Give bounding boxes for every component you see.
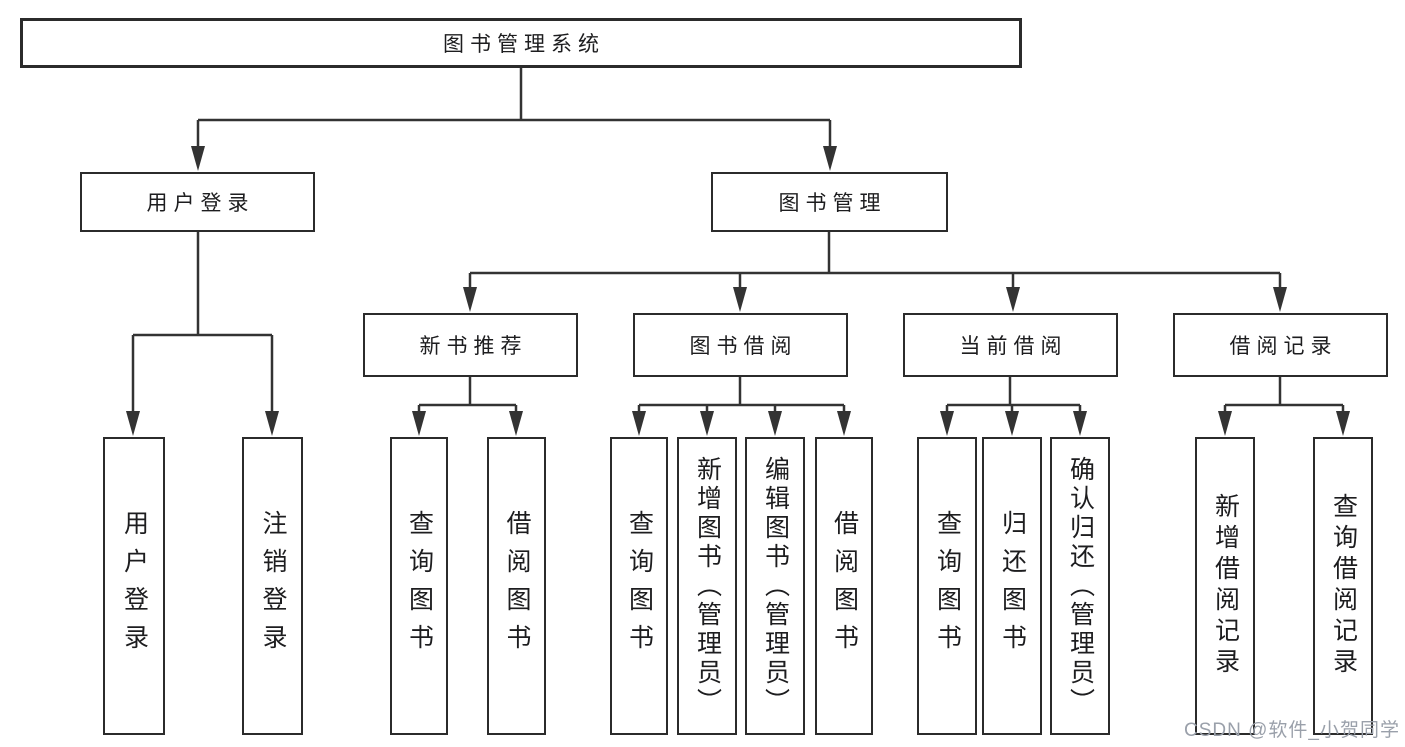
leaf-label: 归还图书 [998,510,1027,662]
connector-user-login-to-leaves [126,232,279,436]
node-label: 图书管理系统 [443,33,605,56]
leaf-borrow-books-recommend: 借阅图书 [487,437,546,735]
node-new-book-recommend: 新书推荐 [363,313,578,377]
leaf-query-borrow-record: 查询借阅记录 [1313,437,1373,735]
connector-book-management-to-level3 [463,232,1287,312]
leaf-query-books-current: 查询图书 [917,437,977,735]
node-label: 图书借阅 [689,335,798,358]
leaf-label: 借阅图书 [503,510,531,662]
connector-root-to-level2 [191,68,837,171]
csdn-watermark: CSDN @软件_小贺同学 [1184,720,1400,741]
leaf-label: 借阅图书 [830,510,859,662]
connector-book-borrow-to-leaves [632,377,851,436]
node-label: 用户登录 [146,192,255,215]
leaf-label: 查询图书 [405,510,434,662]
connector-new-book-recommend-to-leaves [412,377,523,436]
leaf-label: 用户登录 [120,510,149,662]
connector-current-borrow-to-leaves [940,377,1087,436]
node-label: 图书管理 [778,192,887,215]
leaf-label: 新增借阅记录 [1211,493,1240,679]
node-book-borrow: 图书借阅 [633,313,848,377]
leaf-label: 注销登录 [259,510,287,662]
leaf-logout: 注销登录 [242,437,303,735]
node-book-management: 图书管理 [711,172,948,232]
node-label: 借阅记录 [1229,335,1338,358]
node-borrow-records: 借阅记录 [1173,313,1388,377]
leaf-label: 编辑图书（管理员） [761,455,790,717]
node-label: 当前借阅 [959,335,1068,358]
leaf-label: 查询图书 [933,510,962,662]
node-user-login: 用户登录 [80,172,315,232]
leaf-label: 确认归还（管理员） [1066,455,1095,717]
node-root-library-system: 图书管理系统 [20,18,1022,68]
leaf-query-books-borrow: 查询图书 [610,437,668,735]
leaf-label: 查询借阅记录 [1329,493,1358,679]
leaf-user-login: 用户登录 [103,437,165,735]
node-current-borrow: 当前借阅 [903,313,1118,377]
leaf-add-books-admin: 新增图书（管理员） [677,437,737,735]
connector-borrow-records-to-leaves [1218,377,1350,436]
leaf-label: 查询图书 [625,510,654,662]
leaf-edit-books-admin: 编辑图书（管理员） [745,437,805,735]
leaf-label: 新增图书（管理员） [693,455,722,717]
leaf-query-books-recommend: 查询图书 [390,437,448,735]
leaf-return-books: 归还图书 [982,437,1042,735]
node-label: 新书推荐 [419,335,528,358]
leaf-confirm-return-admin: 确认归还（管理员） [1050,437,1110,735]
leaf-borrow-books: 借阅图书 [815,437,873,735]
leaf-add-borrow-record: 新增借阅记录 [1195,437,1255,735]
